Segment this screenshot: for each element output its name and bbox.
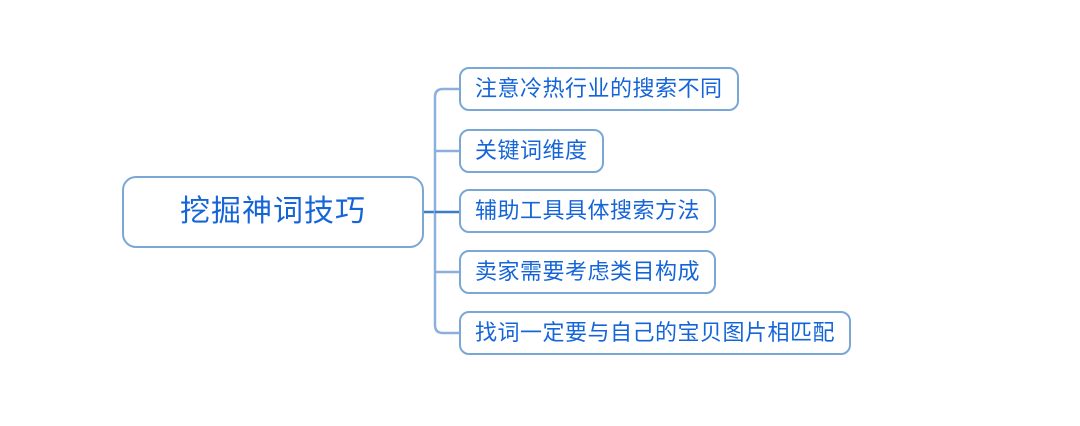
root-node[interactable]: 挖掘神词技巧: [122, 176, 424, 248]
branch-node-5-label: 找词一定要与自己的宝贝图片相匹配: [475, 320, 836, 345]
branch-node-2[interactable]: 关键词维度: [459, 129, 604, 173]
branch-node-4-label: 卖家需要考虑类目构成: [475, 259, 701, 284]
branch-node-5[interactable]: 找词一定要与自己的宝贝图片相匹配: [459, 311, 852, 355]
branch-node-3-label: 辅助工具具体搜索方法: [475, 198, 701, 223]
branch-node-3[interactable]: 辅助工具具体搜索方法: [459, 189, 717, 233]
connector-branch-1: [433, 87, 459, 100]
branch-node-1-label: 注意冷热行业的搜索不同: [475, 76, 723, 101]
branch-node-4[interactable]: 卖家需要考虑类目构成: [459, 250, 717, 294]
connector-branch-5: [433, 322, 459, 335]
branch-node-1[interactable]: 注意冷热行业的搜索不同: [459, 67, 739, 111]
root-node-label: 挖掘神词技巧: [180, 195, 366, 228]
branch-node-2-label: 关键词维度: [475, 138, 588, 163]
